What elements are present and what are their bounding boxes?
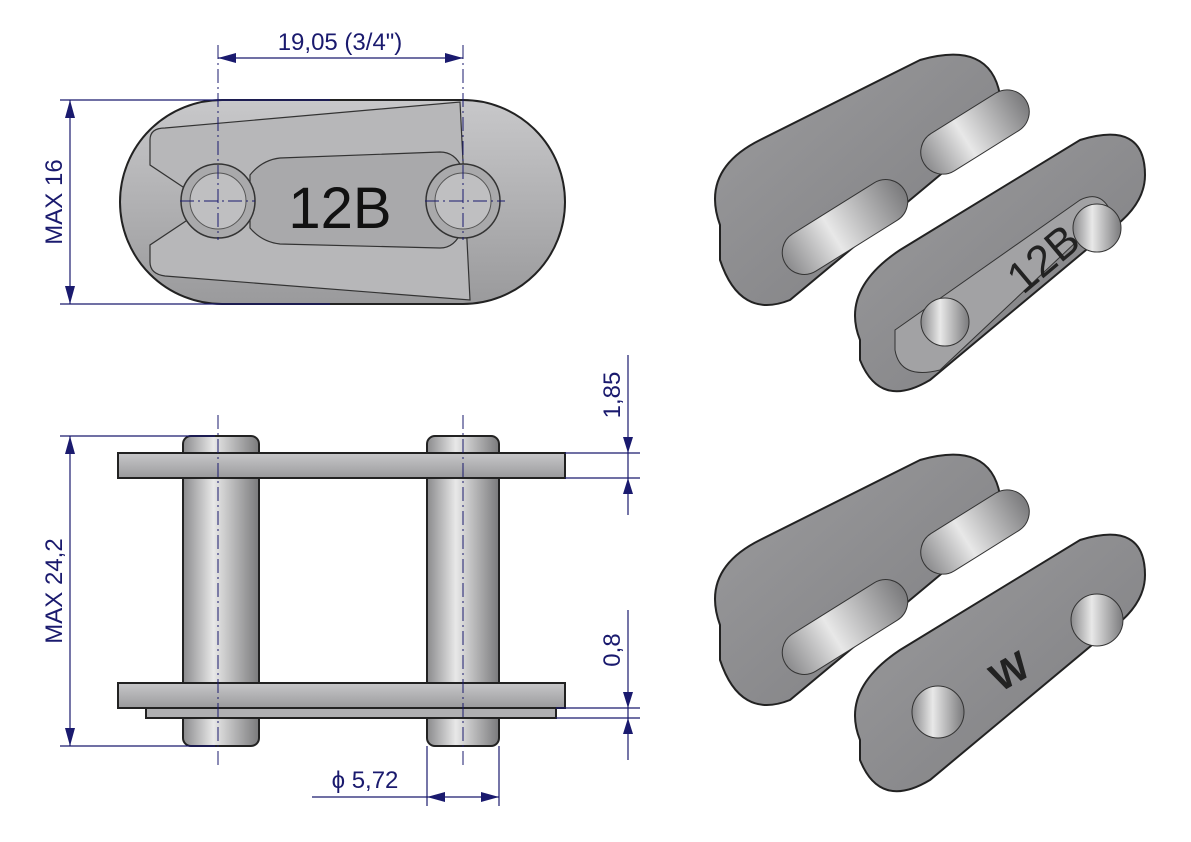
iso-view-plain: W bbox=[714, 453, 1147, 793]
bottom-plate bbox=[117, 682, 566, 709]
iso-view-with-clip: 12B bbox=[714, 53, 1147, 393]
side-view: MAX 24,2 1,85 0,8 ϕ 5,72 bbox=[41, 355, 640, 806]
plate-height-dimension: MAX 16 bbox=[41, 159, 68, 244]
pin-diameter-dimension: ϕ 5,72 bbox=[332, 767, 399, 794]
clip-side bbox=[145, 707, 557, 719]
overall-width-dimension: MAX 24,2 bbox=[41, 538, 68, 643]
part-label: 12B bbox=[288, 176, 391, 241]
front-view: 12B 19,05 (3/4") MAX 16 bbox=[41, 29, 566, 305]
pin-left-side bbox=[182, 435, 260, 747]
pitch-dimension: 19,05 (3/4") bbox=[278, 29, 403, 56]
plate-thickness-dimension: 1,85 bbox=[599, 372, 626, 419]
clip-thickness-dimension: 0,8 bbox=[599, 633, 626, 666]
top-plate bbox=[117, 452, 566, 479]
